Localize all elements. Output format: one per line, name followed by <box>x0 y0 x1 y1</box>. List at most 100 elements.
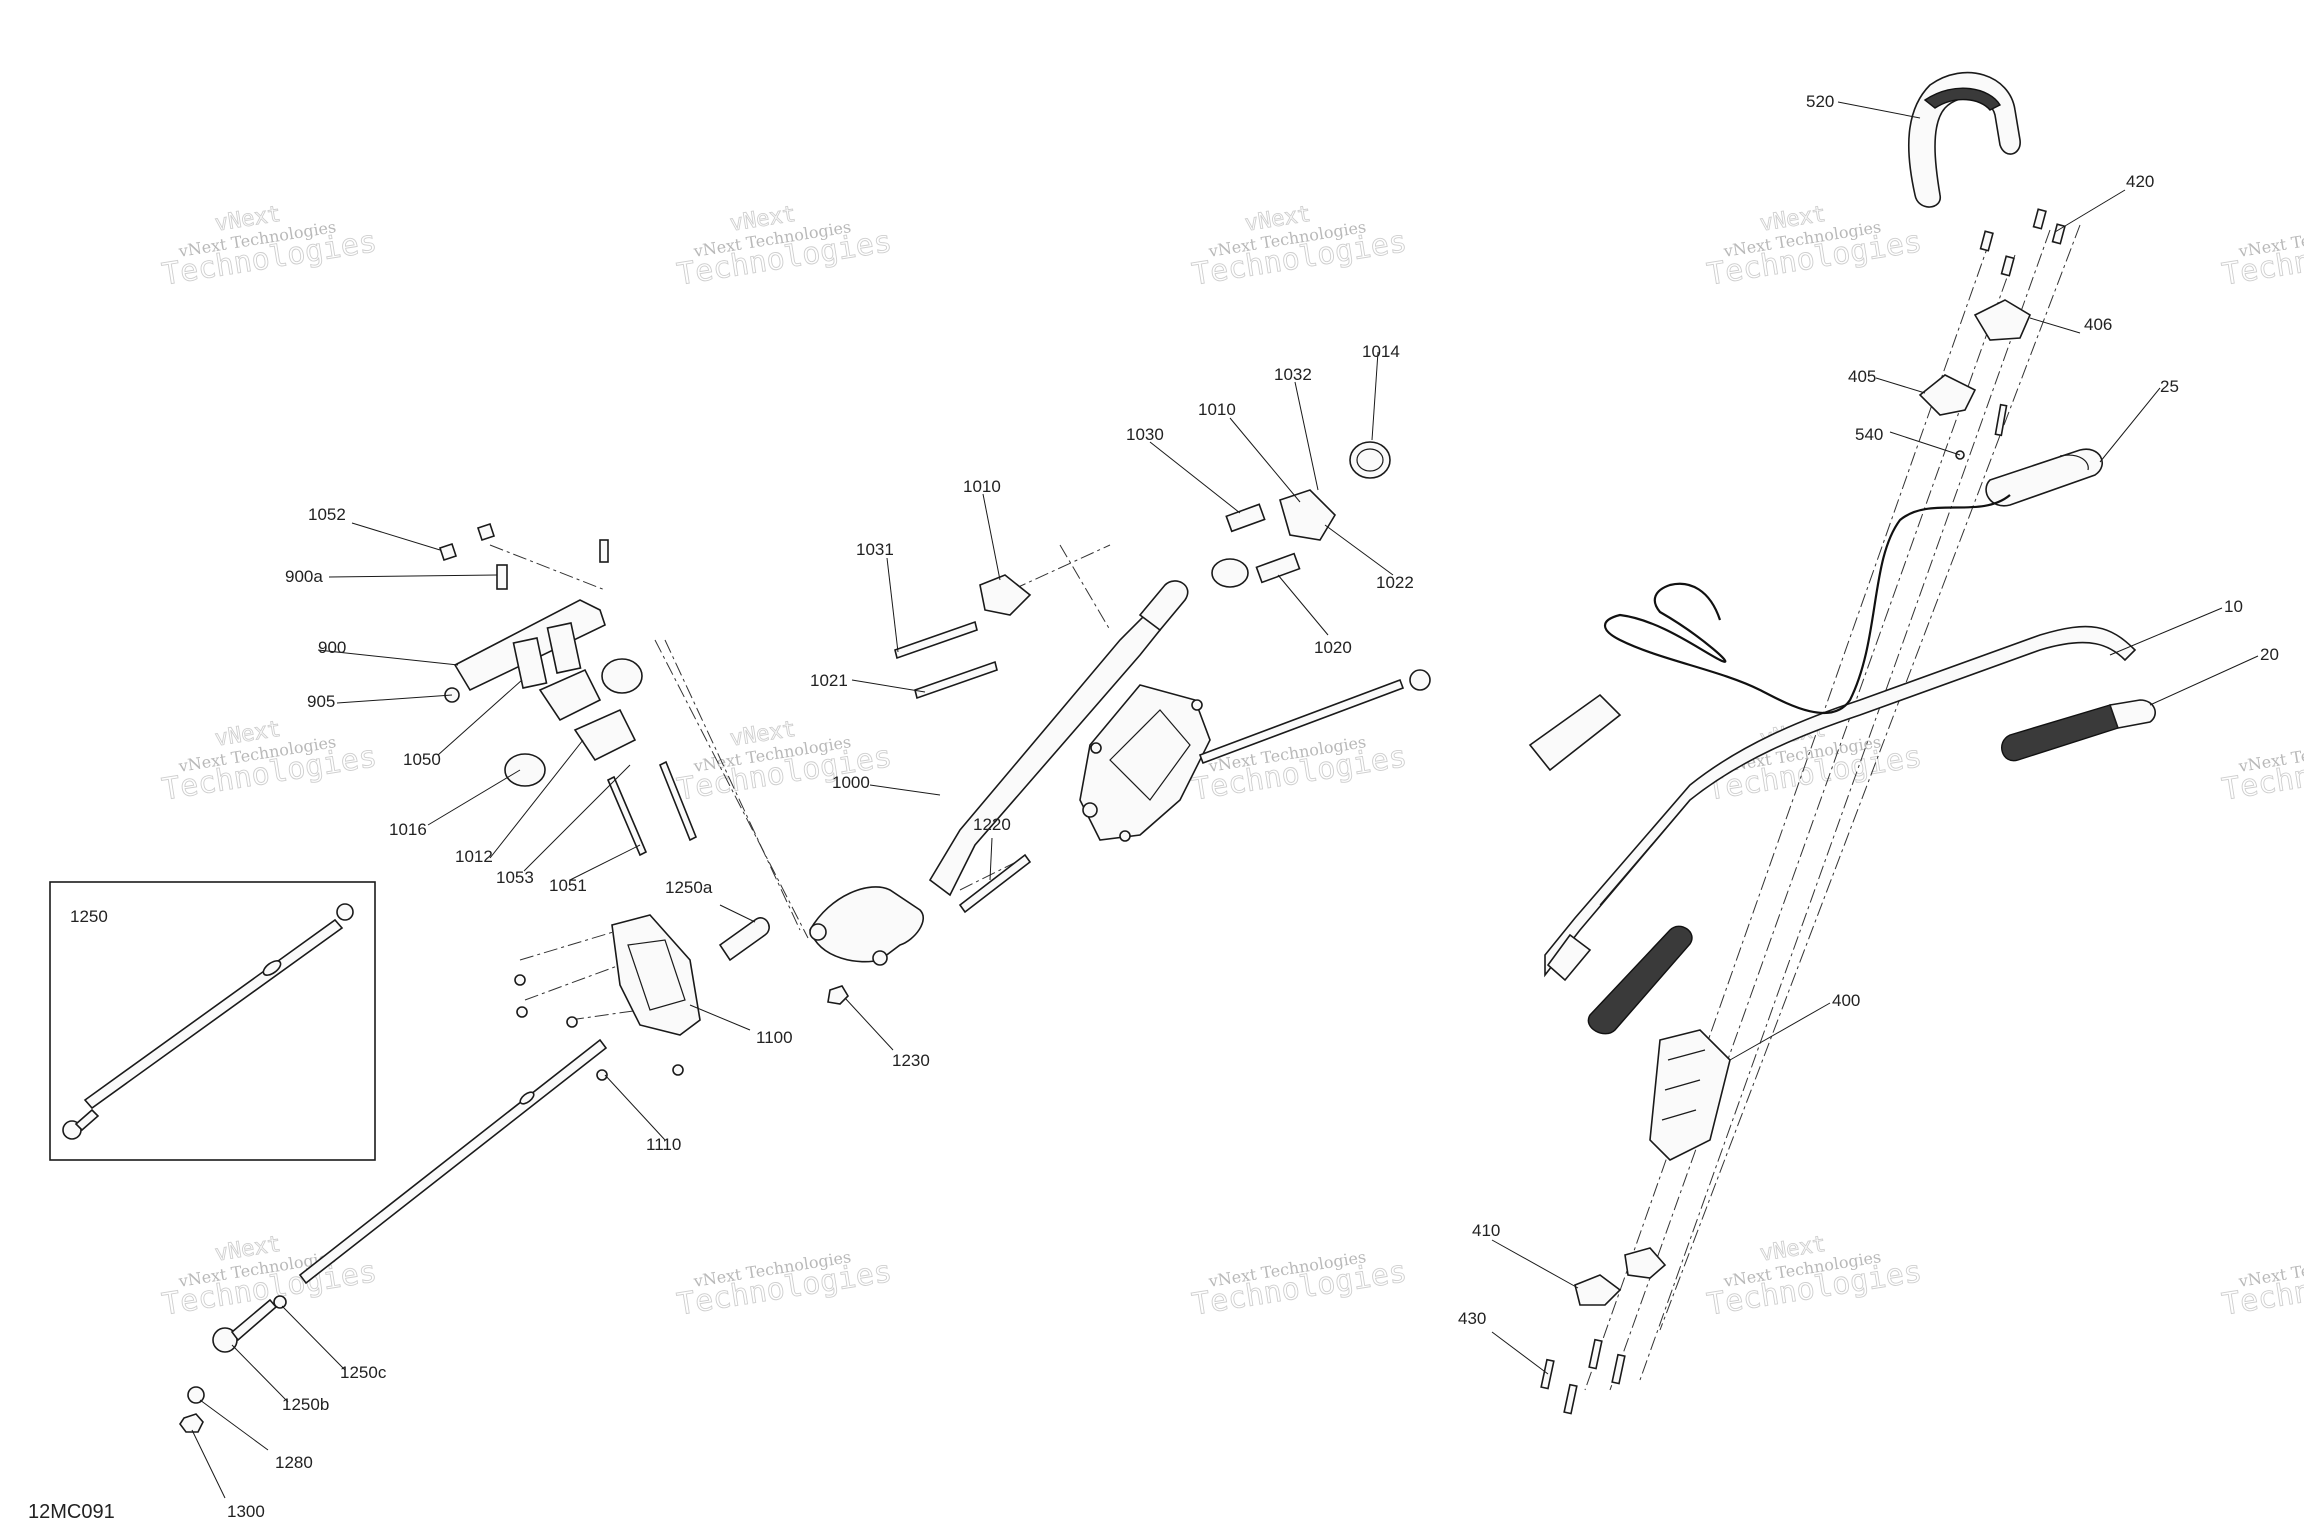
handlebar-assembly <box>1528 71 2156 1415</box>
rod-end-1250b <box>212 1327 238 1353</box>
watermark: Technologies vNext Technologies <box>1189 732 1409 808</box>
watermark: Technologies vNext Technologies <box>2219 217 2304 293</box>
inset-frame <box>49 881 376 1161</box>
callout-1110: 1110 <box>646 1135 681 1154</box>
watermark: Technologies vNext Technologies vNext <box>1189 201 1409 293</box>
upper-clamp-405 <box>1918 374 1977 416</box>
bolt-900a <box>496 564 508 590</box>
callout-1280: 1280 <box>275 1453 313 1472</box>
right-grip <box>2001 699 2156 762</box>
callout-406: 406 <box>2084 315 2112 334</box>
seal-1016b <box>504 753 546 787</box>
callout-1300: 1300 <box>227 1502 265 1521</box>
callout-1010: 1010 <box>963 477 1001 496</box>
callout-1032: 1032 <box>1274 365 1312 384</box>
handlebar <box>1544 625 2137 978</box>
seal-1014 <box>1349 441 1391 479</box>
cable-connector <box>1528 693 1622 772</box>
tie-rod-1250 <box>298 1038 608 1285</box>
callout-1014: 1014 <box>1362 342 1400 361</box>
callout-410: 410 <box>1472 1221 1500 1240</box>
grip-guard <box>1907 71 2021 208</box>
callout-1016: 1016 <box>389 820 427 839</box>
steering-column-assembly <box>809 441 1431 1005</box>
watermark: Technologies vNext Technologies <box>1189 1247 1409 1323</box>
bolt-1031 <box>894 620 978 660</box>
watermark: Technologies vNext Technologies vNext <box>674 201 894 293</box>
figure-code: 12MC091 <box>28 1501 115 1523</box>
watermark: Technologies vNext Technologies vNext <box>1704 1231 1924 1323</box>
callout-1021: 1021 <box>810 671 848 690</box>
watermark-layer: Technologies vNext Technologies vNext Te… <box>159 201 2304 1323</box>
nut-1052a <box>438 542 458 562</box>
spacer-1020 <box>1255 552 1301 584</box>
callout-420: 420 <box>2126 172 2154 191</box>
nut-1250c <box>273 1295 287 1309</box>
callout-1030: 1030 <box>1126 425 1164 444</box>
callout-1012: 1012 <box>455 847 493 866</box>
bushing-1012 <box>538 668 602 722</box>
nut-1052b <box>476 522 496 542</box>
washer-1280 <box>187 1386 205 1404</box>
inset-1250: 1250 <box>49 881 376 1161</box>
watermark: Technologies vNext Technologies vNext <box>159 716 379 808</box>
callout-1230: 1230 <box>892 1051 930 1070</box>
callout-1100: 1100 <box>756 1028 793 1047</box>
callout-1250a: 1250a <box>665 878 713 897</box>
callout-labels: 520 420 406 405 25 540 10 20 400 410 430… <box>227 92 2279 1521</box>
callout-520: 520 <box>1806 92 1834 111</box>
assembly-lines <box>489 224 2081 1391</box>
watermark: Technologies vNext Technologies vNext <box>1704 201 1924 293</box>
inset-tie-rod <box>83 918 344 1110</box>
callout-1050: 1050 <box>403 750 441 769</box>
callout-1250c: 1250c <box>340 1363 387 1382</box>
watermark: Technologies vNext Technologies vNext <box>159 201 379 293</box>
upper-clamp-406 <box>1973 299 2032 341</box>
left-grip-loose <box>1587 925 1693 1035</box>
bushing-1010b <box>1279 489 1337 541</box>
callout-1000: 1000 <box>832 773 870 792</box>
column-lower-arm <box>809 886 924 963</box>
callout-400: 400 <box>1832 991 1860 1010</box>
callout-905: 905 <box>307 692 335 711</box>
left-grip <box>1546 933 1592 982</box>
left-steering-assembly <box>179 522 770 1433</box>
control-cable <box>1603 494 2011 714</box>
nut-1300 <box>179 1413 204 1433</box>
callout-1051: 1051 <box>549 876 587 895</box>
seal-1016a <box>601 658 643 694</box>
rod-1051a <box>606 775 648 857</box>
callout-540: 540 <box>1855 425 1883 444</box>
watermark: Technologies vNext Technologies <box>2219 732 2304 808</box>
rod-1051b <box>658 760 698 842</box>
bolt-1220 <box>958 853 1032 914</box>
callout-405: 405 <box>1848 367 1876 386</box>
callout-900a: 900a <box>285 567 323 586</box>
bushing-1010a <box>979 574 1032 616</box>
callout-1053: 1053 <box>496 868 534 887</box>
callout-1250b: 1250b <box>282 1395 329 1414</box>
callout-430: 430 <box>1458 1309 1486 1328</box>
callout-1022: 1022 <box>1376 573 1414 592</box>
block-1050a <box>512 637 548 689</box>
column-upper-tube <box>1138 580 1189 632</box>
bolt-900a-b <box>599 539 609 563</box>
lower-clamp-410 <box>1574 1274 1622 1306</box>
bolts-430 <box>1540 1338 1626 1415</box>
bushing-1012b <box>573 708 637 762</box>
inset-label: 1250 <box>70 907 108 926</box>
callout-10: 10 <box>2224 597 2243 616</box>
bolt-1021 <box>914 660 998 700</box>
tie-rod <box>1198 678 1405 765</box>
bolts-420 <box>1979 208 2066 277</box>
steering-gear-housing <box>1079 684 1211 842</box>
block-1050b <box>546 622 582 674</box>
callout-25: 25 <box>2160 377 2179 396</box>
callout-900: 900 <box>318 638 346 657</box>
throttle-handle <box>1985 448 2103 507</box>
spacer-1030 <box>1225 503 1266 533</box>
lower-clamp-410b <box>1624 1247 1667 1279</box>
callout-1020: 1020 <box>1314 638 1352 657</box>
callout-1220: 1220 <box>973 815 1011 834</box>
